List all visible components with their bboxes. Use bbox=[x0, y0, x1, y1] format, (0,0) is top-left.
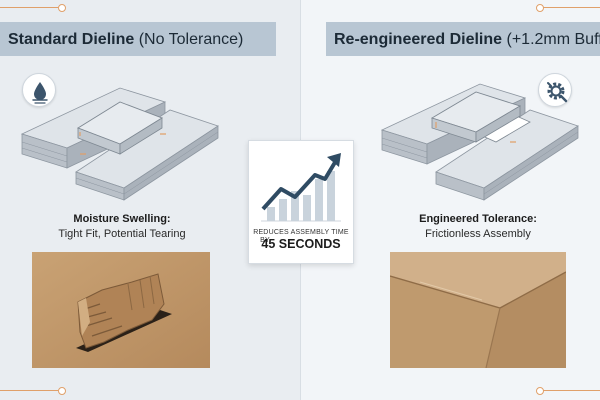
right-tab-piece bbox=[430, 91, 522, 143]
decor-dot-bottom-right bbox=[536, 387, 544, 395]
left-header-band bbox=[0, 22, 276, 56]
right-header-band bbox=[326, 22, 600, 56]
left-title-bold: Standard Dieline bbox=[8, 31, 135, 48]
right-caption-heading: Engineered Tolerance: bbox=[419, 213, 537, 225]
reengineered-dieline-illustration bbox=[380, 83, 579, 201]
right-caption-text: Frictionless Assembly bbox=[425, 228, 531, 240]
card-line-3: 45 SECONDS bbox=[261, 237, 341, 251]
card-line-2: BY bbox=[260, 237, 270, 244]
assembly-time-card: REDUCES ASSEMBLY TIME BY 45 SECONDS bbox=[248, 140, 354, 264]
clean-box-corner-photo bbox=[390, 252, 566, 368]
left-caption-heading: Moisture Swelling: bbox=[73, 213, 171, 225]
left-slab-front bbox=[75, 109, 219, 201]
left-caption-text: Tight Fit, Potential Tearing bbox=[58, 228, 186, 240]
decor-line-top-left bbox=[0, 7, 58, 8]
right-header-title: Re-engineered Dieline (+1.2mm Buff bbox=[334, 31, 600, 49]
left-header-title: Standard Dieline (No Tolerance) bbox=[8, 31, 276, 49]
decor-dot-bottom-left bbox=[58, 387, 66, 395]
torn-cardboard-photo bbox=[32, 252, 210, 368]
right-title-rest: (+1.2mm Buff bbox=[502, 31, 600, 48]
left-title-rest: (No Tolerance) bbox=[134, 31, 244, 48]
decor-line-top-right bbox=[540, 7, 600, 8]
decor-line-bottom-right bbox=[540, 390, 600, 391]
left-tab-piece bbox=[76, 101, 164, 155]
card-line-1: REDUCES ASSEMBLY TIME bbox=[253, 229, 349, 236]
standard-dieline-illustration bbox=[20, 87, 219, 201]
decor-dot-top-left bbox=[58, 4, 66, 12]
decor-dot-top-right bbox=[536, 4, 544, 12]
decor-line-bottom-left bbox=[0, 390, 58, 391]
gear-wrench-icon bbox=[538, 73, 572, 107]
right-title-bold: Re-engineered Dieline bbox=[334, 31, 503, 48]
water-drop-icon bbox=[22, 73, 56, 107]
trend-up-chart-icon bbox=[261, 153, 341, 222]
